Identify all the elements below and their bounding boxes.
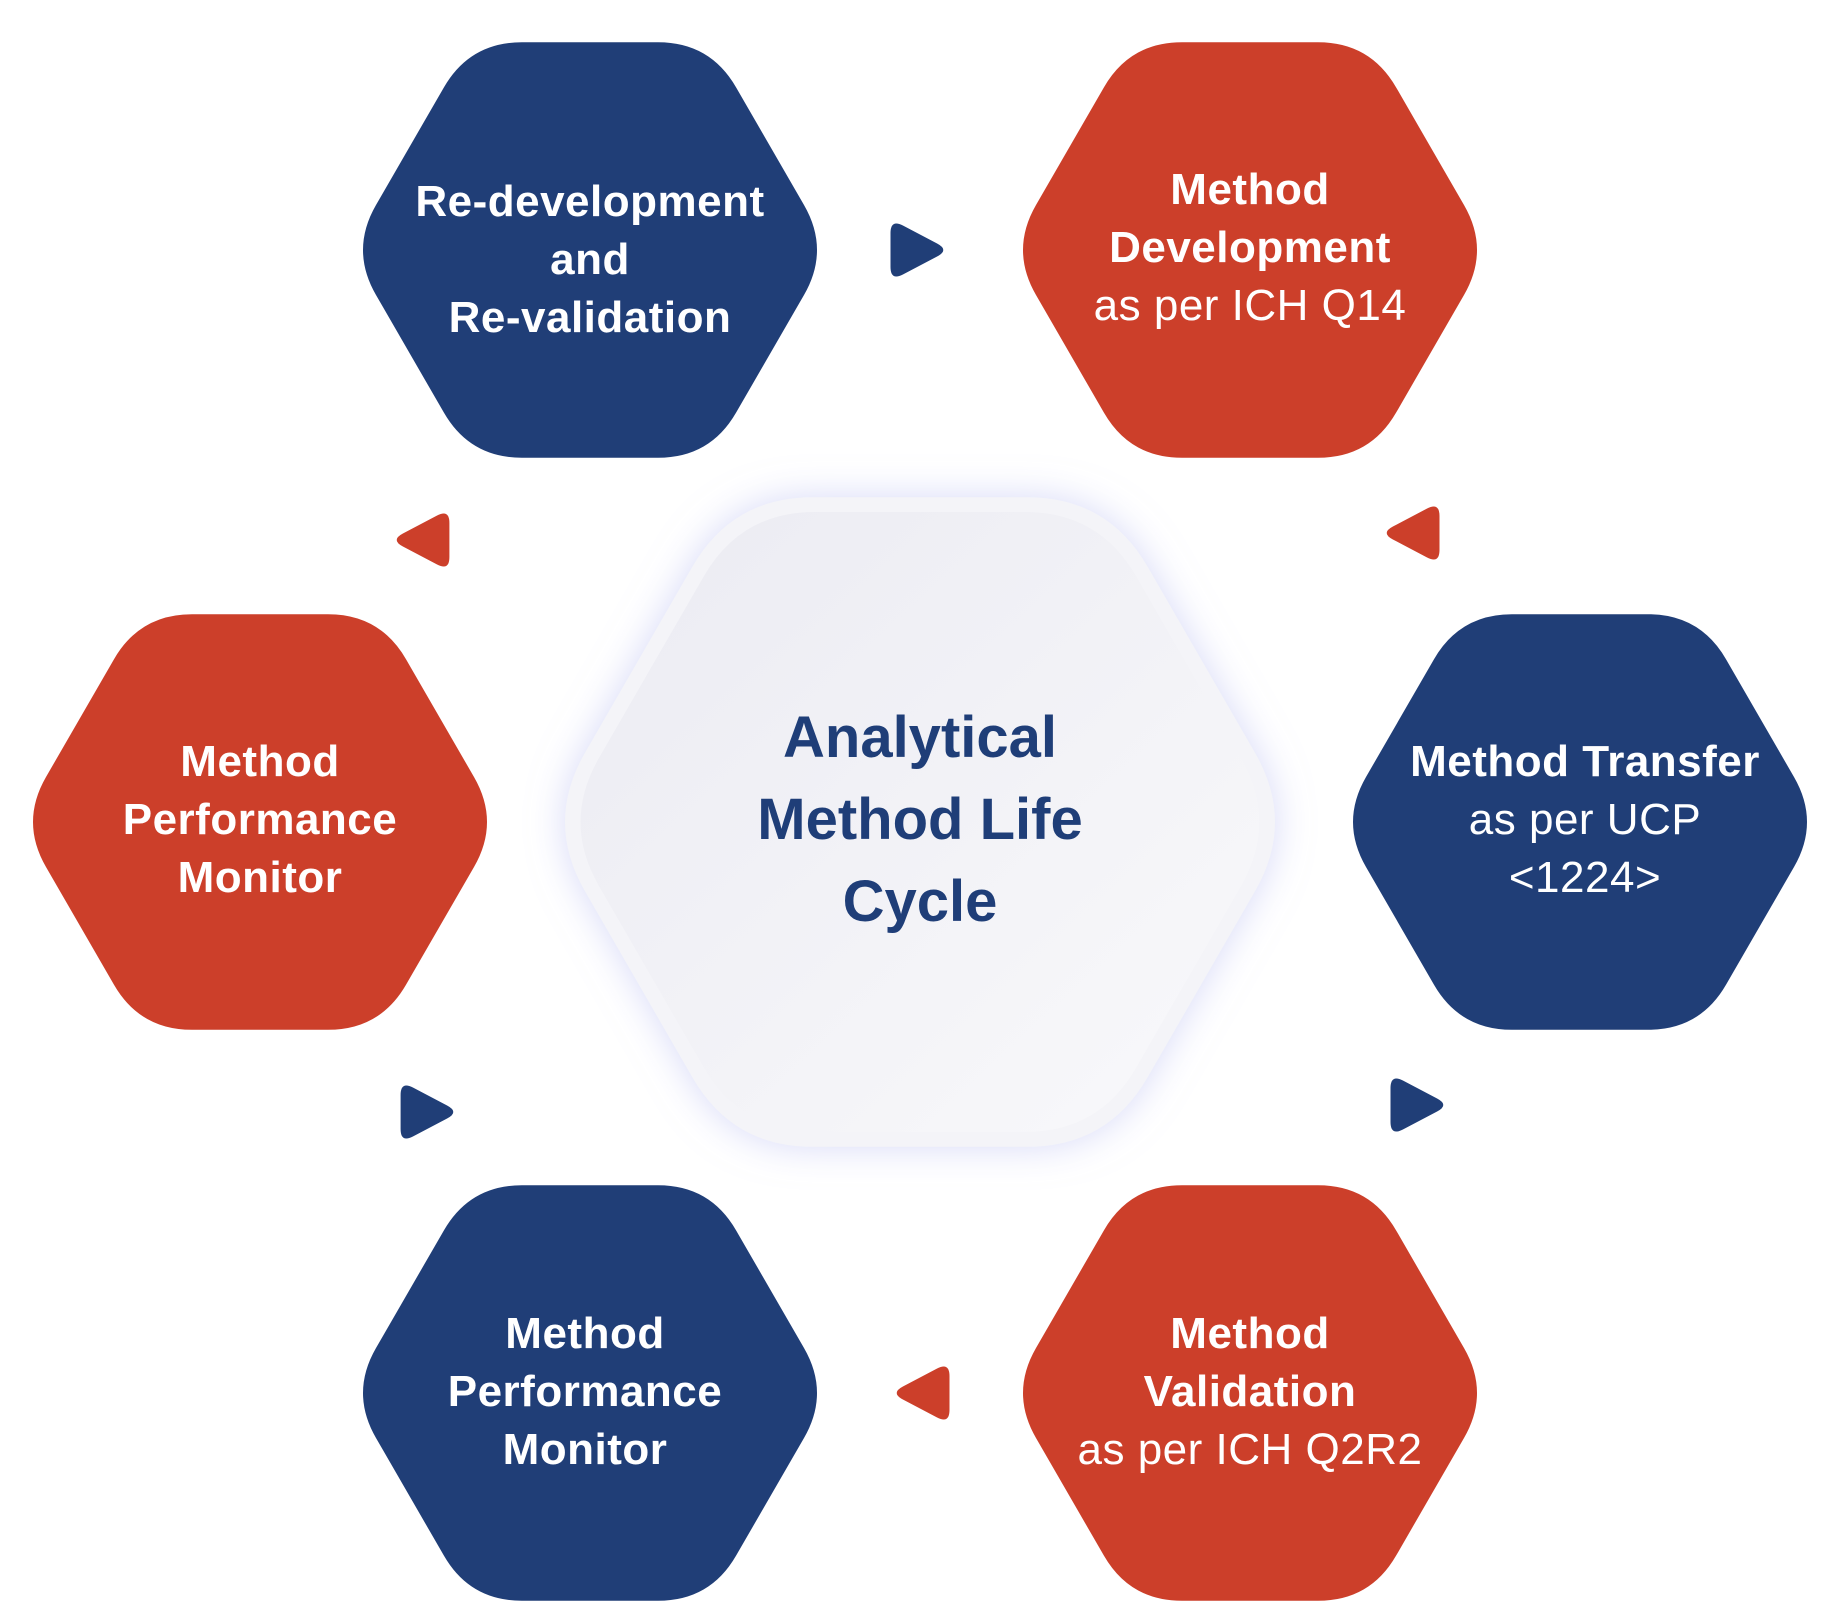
stage-line: Method bbox=[1170, 1309, 1330, 1358]
stage-line: and bbox=[550, 235, 630, 284]
hexagon-validation bbox=[1023, 1185, 1477, 1601]
stage-line: Method bbox=[180, 737, 340, 786]
stage-line: Validation bbox=[1143, 1367, 1357, 1416]
center-title-line: Method Life bbox=[757, 787, 1083, 852]
arrow-icon bbox=[896, 1366, 950, 1420]
stage-transfer-label: Method Transfer as per UCP <1224> bbox=[1355, 700, 1815, 940]
stage-line: Method bbox=[1170, 165, 1330, 214]
stage-line: as per UCP bbox=[1468, 795, 1702, 844]
arrow-icon bbox=[1386, 506, 1440, 560]
stage-line: Method Transfer bbox=[1410, 737, 1760, 786]
stage-performance-monitor-bottom-label: Method Performance Monitor bbox=[355, 1272, 815, 1512]
stage-line: as per ICH Q2R2 bbox=[1077, 1425, 1423, 1474]
arrow-icon bbox=[890, 223, 944, 277]
stage-line: Monitor bbox=[502, 1425, 668, 1474]
hexagon-transfer bbox=[1353, 614, 1807, 1030]
stage-line: Re-development bbox=[415, 177, 765, 226]
hexagon-development bbox=[1023, 42, 1477, 458]
arrow-icon bbox=[1390, 1078, 1444, 1132]
center-hexagon-inner bbox=[580, 511, 1260, 1132]
stage-line: as per ICH Q14 bbox=[1093, 281, 1407, 330]
stage-validation-label: Method Validation as per ICH Q2R2 bbox=[1020, 1272, 1480, 1512]
arrow-icon bbox=[400, 1085, 454, 1139]
hexagon-redevelopment bbox=[363, 42, 817, 458]
hexagon-performance-monitor-bottom bbox=[363, 1185, 817, 1601]
center-hexagon bbox=[565, 497, 1275, 1147]
arrow-icon bbox=[396, 513, 450, 567]
center-title-line: Analytical bbox=[783, 705, 1057, 770]
stage-development-label: Method Development as per ICH Q14 bbox=[1020, 128, 1480, 368]
stage-line: Monitor bbox=[177, 853, 343, 902]
stage-line: Re-validation bbox=[448, 293, 732, 342]
stage-performance-monitor-left-label: Method Performance Monitor bbox=[30, 700, 490, 940]
hexagon-performance-monitor-left bbox=[33, 614, 487, 1030]
stage-line: <1224> bbox=[1508, 853, 1662, 902]
center-title-line: Cycle bbox=[842, 869, 998, 934]
stage-line: Method bbox=[505, 1309, 665, 1358]
stage-line: Performance bbox=[122, 795, 398, 844]
stage-redevelopment-label: Re-development and Re-validation bbox=[360, 140, 820, 380]
stage-line: Performance bbox=[447, 1367, 723, 1416]
stage-line: Development bbox=[1109, 223, 1391, 272]
center-title: Analytical Method Life Cycle bbox=[545, 640, 1295, 1000]
